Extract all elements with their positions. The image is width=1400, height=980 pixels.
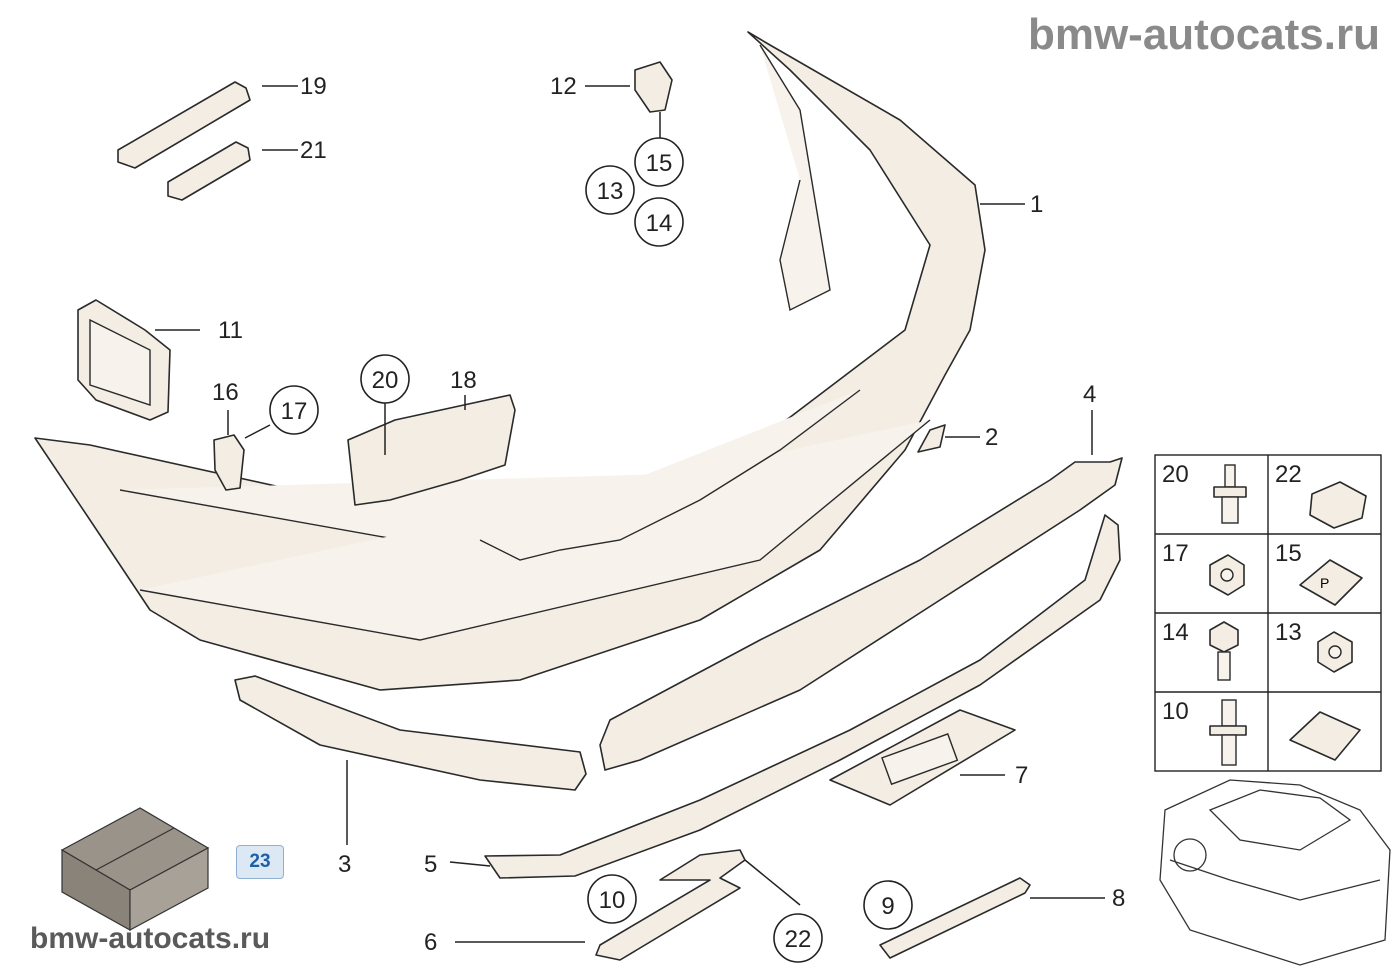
nut-17-icon	[1209, 554, 1245, 596]
bolt-10-icon	[1209, 699, 1247, 766]
callout-11: 11	[218, 317, 243, 344]
circle-10	[587, 874, 637, 924]
callout-8: 8	[1112, 885, 1125, 912]
circle-13	[585, 165, 635, 215]
callout-12: 12	[550, 73, 577, 100]
grid-label-5: 14	[1162, 619, 1189, 646]
circle-9	[863, 880, 913, 930]
spoiler-strip-part[interactable]	[484, 514, 1121, 879]
nut-13-icon	[1317, 631, 1353, 673]
callout-5: 5	[424, 851, 437, 878]
circle-14	[634, 197, 684, 247]
grid-label-2: 22	[1275, 461, 1302, 488]
lower-trim-strip-part[interactable]	[234, 675, 587, 791]
bolt-20-icon	[1213, 464, 1247, 524]
callout-19: 19	[300, 73, 327, 100]
svg-text:P: P	[1320, 575, 1329, 591]
circled-22: 22	[785, 926, 812, 953]
edge-trim-19-part[interactable]	[117, 81, 251, 169]
leader-lines	[155, 85, 1105, 943]
circled-13: 13	[597, 178, 624, 205]
speed-nut-15-icon: P	[1299, 559, 1363, 606]
grid-label-7: 10	[1162, 698, 1189, 725]
circled-14: 14	[646, 210, 673, 237]
circle-20	[360, 354, 410, 404]
fastener-icons: P	[1209, 464, 1367, 766]
grid-label-1: 20	[1162, 461, 1189, 488]
circled-10: 10	[599, 887, 626, 914]
circled-20: 20	[372, 367, 399, 394]
circle-17	[269, 385, 319, 435]
grid-label-4: 15	[1275, 540, 1302, 567]
circled-17: 17	[281, 398, 308, 425]
circled-15: 15	[646, 150, 673, 177]
edge-trim-21-part[interactable]	[167, 141, 251, 201]
tow-hook-cover-part[interactable]	[917, 424, 946, 453]
circled-9: 9	[881, 893, 894, 920]
bumper-cover-part[interactable]	[34, 31, 986, 691]
nut-bracket-12-part[interactable]	[634, 61, 673, 113]
speed-nut-icon	[1289, 711, 1361, 761]
part-23-badge[interactable]: 23	[236, 845, 284, 879]
grid-label-3: 17	[1162, 540, 1189, 567]
watermark-top: bmw-autocats.ru	[1027, 10, 1380, 59]
callout-4: 4	[1083, 381, 1096, 408]
callout-21: 21	[300, 137, 327, 164]
bracket-8-part[interactable]	[879, 877, 1031, 959]
callout-7: 7	[1015, 762, 1028, 789]
right-trim-strip-part[interactable]	[599, 457, 1123, 771]
callout-1: 1	[1030, 191, 1043, 218]
circled-callouts: 15 13 14 17 20 10 22 9	[269, 137, 913, 963]
bracket-7-part[interactable]	[829, 709, 1016, 806]
grid-label-6: 13	[1275, 619, 1302, 646]
circle-22	[773, 913, 823, 963]
callout-16: 16	[212, 379, 239, 406]
car-silhouette	[1159, 779, 1391, 966]
circle-15	[634, 137, 684, 187]
box-23-part[interactable]	[60, 807, 210, 932]
callout-18: 18	[450, 367, 477, 394]
callout-6: 6	[424, 929, 437, 956]
callout-labels: 1 2 3 4 5 6 7 8 11 12 16 18 19 21	[212, 73, 1125, 956]
callout-2: 2	[985, 424, 998, 451]
fastener-grid-labels: 20 22 17 15 14 13 10	[1162, 461, 1302, 725]
watermark-bottom: bmw-autocats.ru	[30, 922, 271, 955]
clip-22-icon	[1309, 481, 1367, 529]
clip-16-part[interactable]	[213, 434, 245, 491]
callout-3: 3	[338, 851, 351, 878]
bracket-18-part[interactable]	[347, 394, 516, 506]
grille-part[interactable]	[77, 299, 171, 421]
screw-14-icon	[1209, 621, 1239, 681]
